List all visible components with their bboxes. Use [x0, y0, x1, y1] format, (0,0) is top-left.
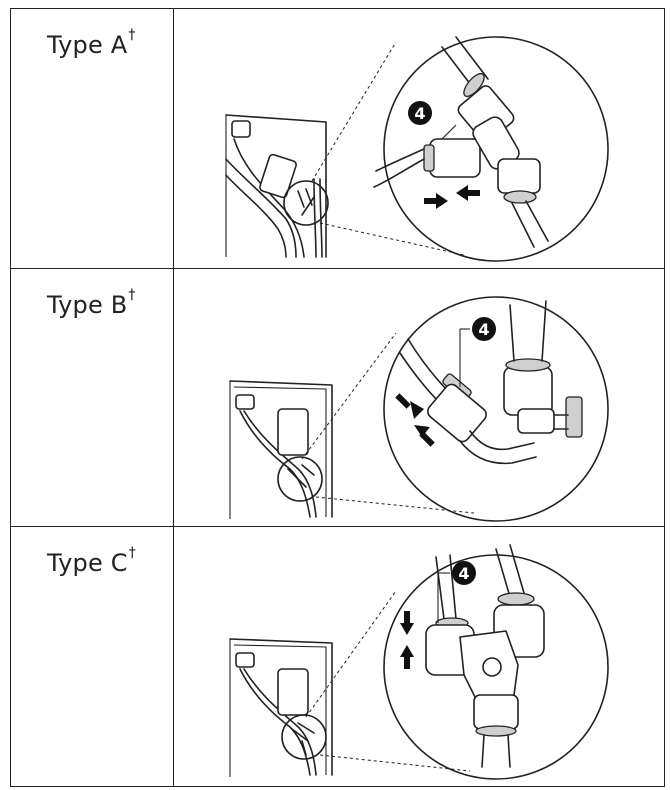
label-cell-type-c: Type C† — [10, 526, 174, 787]
callout-badge: 4 — [437, 561, 476, 623]
row-type-a: Type A† — [10, 8, 665, 269]
figure-cell-type-b: 4 — [173, 268, 665, 527]
zoom-guide-top — [301, 332, 397, 460]
type-b-label: Type B† — [47, 287, 136, 319]
dagger-mark: † — [128, 287, 136, 303]
callout-badge: 4 — [408, 101, 457, 140]
figure-cell-type-a: 4 — [173, 8, 665, 269]
row-type-b: Type B† — [10, 268, 665, 527]
tee-fitting-a — [373, 36, 549, 248]
control-box — [259, 153, 297, 199]
cabinet-outline — [229, 380, 333, 518]
svg-text:4: 4 — [478, 320, 489, 339]
elbow-fitting-b — [399, 300, 583, 465]
zoom-guide-bottom — [319, 754, 471, 772]
press-arrows-icon — [400, 611, 414, 669]
zoom-guide-top — [311, 41, 397, 182]
callout-badge: 4 — [459, 317, 496, 387]
svg-text:4: 4 — [458, 564, 469, 583]
type-table: Type A† — [10, 8, 665, 787]
type-c-illustration: 4 — [229, 544, 609, 780]
press-arrows-icon — [424, 185, 480, 209]
type-a-illustration: 4 — [225, 36, 609, 262]
figure-cell-type-c: 4 — [173, 526, 665, 787]
type-b-illustration: 4 — [229, 296, 609, 522]
svg-text:4: 4 — [414, 104, 425, 123]
dagger-mark: † — [128, 27, 136, 43]
label-cell-type-b: Type B† — [10, 268, 174, 527]
detail-circle-small — [277, 456, 323, 502]
label-cell-type-a: Type A† — [10, 8, 174, 269]
type-c-label: Type C† — [47, 545, 136, 577]
zoom-guide-bottom — [319, 222, 465, 256]
control-box — [277, 408, 309, 456]
wye-fitting-c — [425, 544, 545, 768]
zoom-guide-top — [305, 590, 397, 718]
collet-ring — [423, 144, 435, 172]
detail-circle-small — [281, 714, 327, 760]
sensor-icon — [235, 652, 255, 668]
dagger-mark: † — [128, 545, 136, 561]
press-arrows-icon — [395, 393, 435, 447]
sensor-icon — [231, 120, 251, 138]
control-box — [277, 668, 309, 716]
detail-circle-large — [383, 296, 609, 522]
detail-circle-large — [383, 36, 609, 262]
type-a-label: Type A† — [47, 27, 136, 59]
cabinet-outline — [229, 638, 333, 776]
detail-circle-large — [383, 554, 609, 780]
row-type-c: Type C† — [10, 526, 665, 787]
sensor-icon — [235, 394, 255, 410]
detail-circle-small — [283, 180, 329, 226]
